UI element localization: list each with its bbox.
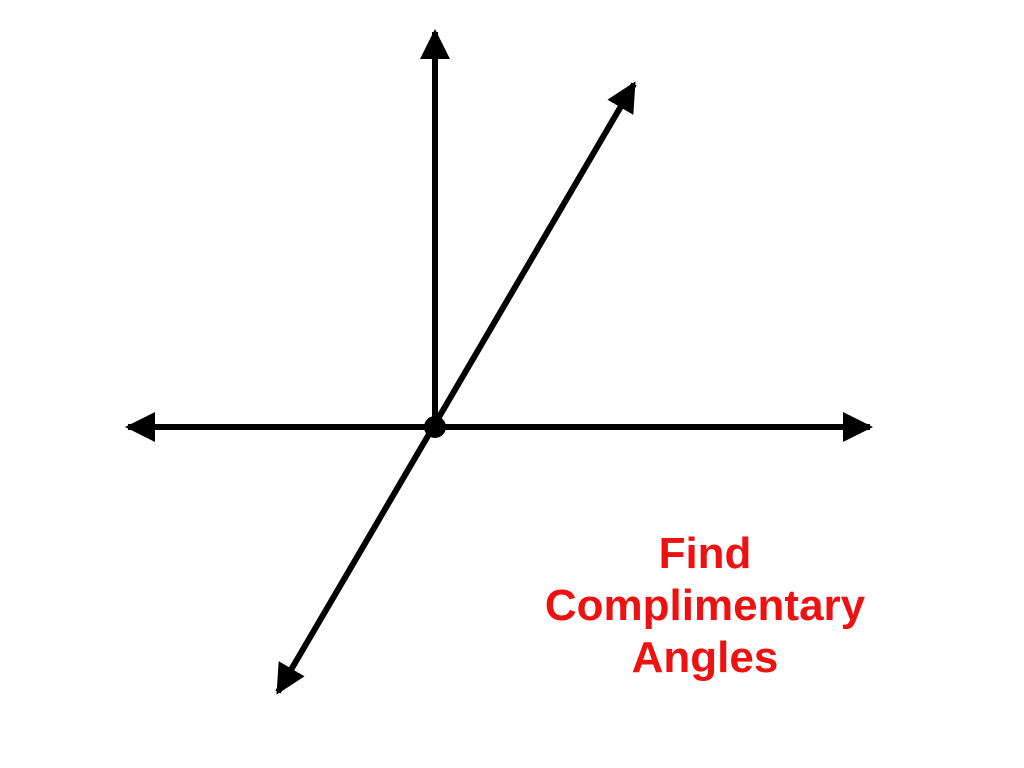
slanted-line (275, 81, 637, 695)
caption-line-find: Find (658, 529, 752, 578)
vertex-point (424, 416, 446, 438)
caption: Find Complimentary Angles (500, 528, 910, 684)
caption-line-complimentary: Complimentary (544, 581, 866, 630)
caption-line-angles: Angles (631, 633, 779, 682)
